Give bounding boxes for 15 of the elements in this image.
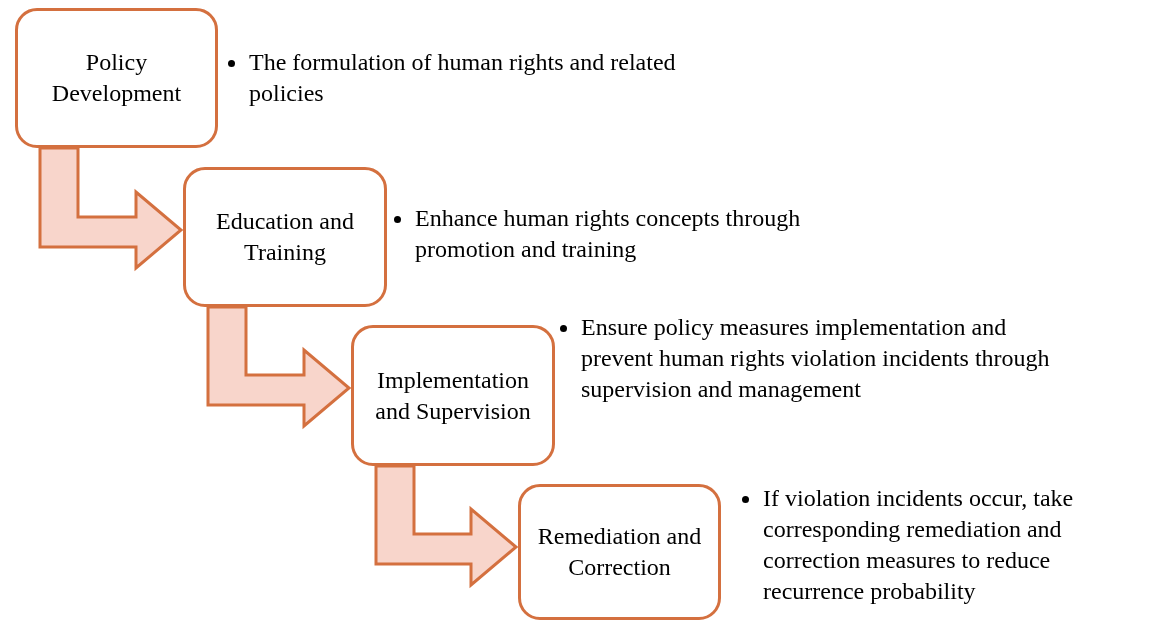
bent-arrow xyxy=(38,146,184,272)
step-description: Enhance human rights concepts through promotion and training xyxy=(415,204,802,264)
step-title: Implementation and Supervision xyxy=(374,365,532,426)
step-description: The formulation of human rights and related policies xyxy=(249,48,677,108)
step-title: Remediation and Correction xyxy=(536,522,703,582)
step-description: If violation incidents occur, take corresponding remediation and correction measures to reduce recurrence probability xyxy=(763,484,1075,606)
process-box xyxy=(15,8,218,148)
bent-arrow xyxy=(374,464,519,589)
step-title: Education and Training xyxy=(215,207,355,267)
step-title: Policy Development xyxy=(50,48,183,108)
process-box xyxy=(351,325,555,466)
process-box xyxy=(518,484,721,620)
bent-arrow xyxy=(206,305,352,430)
process-box xyxy=(183,167,387,307)
step-description: Ensure policy measures implementation and prevent human rights violation incidents through supervision and management xyxy=(581,313,1051,404)
